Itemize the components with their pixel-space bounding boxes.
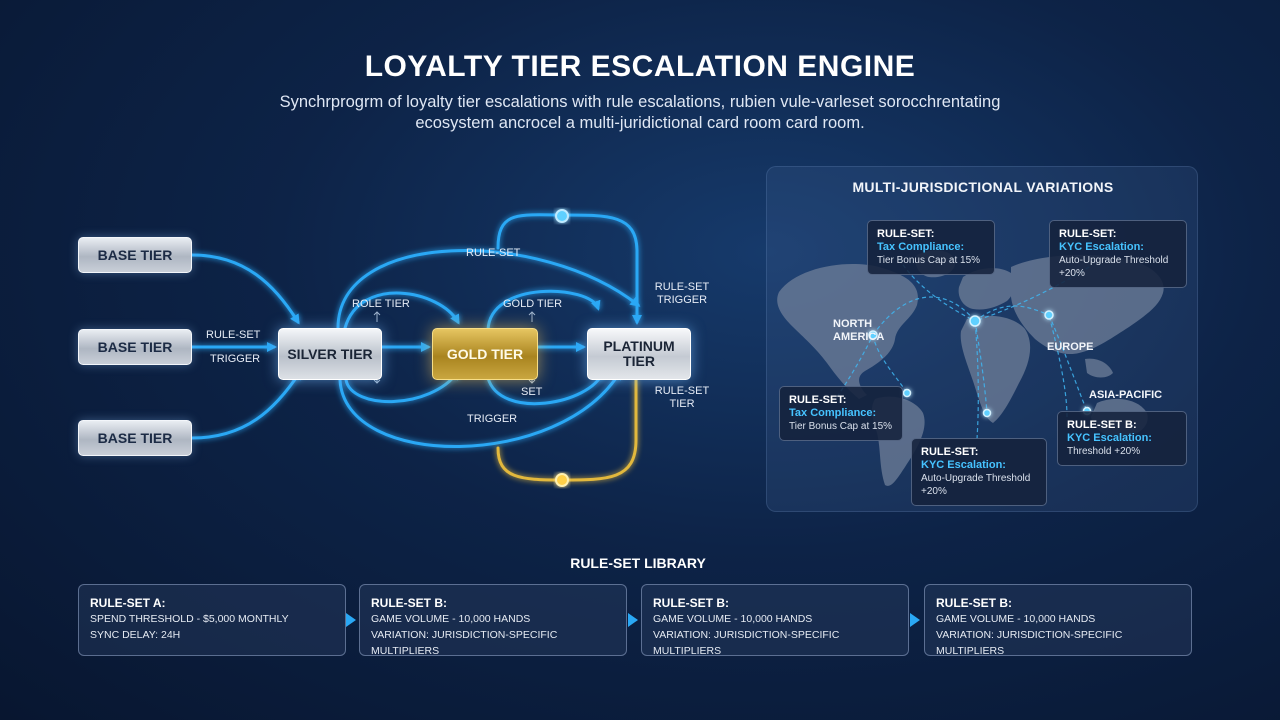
callout-header: RULE-SET: bbox=[1059, 228, 1117, 240]
callout-header: RULE-SET: bbox=[877, 228, 935, 240]
continent-southeast-asia bbox=[1085, 358, 1113, 378]
route-eu-africa bbox=[974, 320, 988, 414]
subtitle-line-2: ecosystem ancrocel a multi-juridictional… bbox=[415, 114, 865, 132]
region-asia-pacific: ASIA-PACIFIC bbox=[1089, 389, 1163, 401]
callout-highlight: KYC Escalation: bbox=[921, 459, 1006, 471]
connector-top-loop bbox=[336, 249, 641, 330]
base-tier-node-2[interactable]: BASE TIER bbox=[78, 329, 192, 365]
card-arrow-2 bbox=[628, 613, 638, 627]
connector-base1-silver bbox=[190, 253, 300, 325]
continent-europe bbox=[958, 268, 1016, 310]
connector-gold-feedback bbox=[496, 378, 638, 482]
route-asia-au bbox=[1048, 314, 1088, 412]
base-tier-node-3[interactable]: BASE TIER bbox=[78, 420, 192, 456]
card-title: RULE-SET A: bbox=[90, 596, 166, 610]
node-dot-bottom bbox=[555, 473, 569, 487]
callout-kyc-escalation-bottom[interactable]: RULE-SET: KYC Escalation: Auto-Upgrade T… bbox=[911, 438, 1047, 506]
node-dot-top bbox=[555, 209, 569, 223]
callout-highlight: Tax Compliance: bbox=[789, 407, 877, 419]
continent-north-america bbox=[777, 264, 918, 399]
card-line-2: VARIATION: JURISDICTION-SPECIFIC MULTIPL… bbox=[936, 629, 1123, 657]
card-title: RULE-SET B: bbox=[936, 596, 1012, 610]
hub-africa bbox=[982, 408, 992, 418]
callout-header: RULE-SET: bbox=[921, 446, 979, 458]
page-subtitle: Synchrprogrm of loyalty tier escalations… bbox=[200, 92, 1080, 134]
flow-label-gold-tier: GOLD TIER bbox=[503, 298, 563, 310]
card-title: RULE-SET B: bbox=[653, 596, 729, 610]
rule-set-card-1[interactable]: RULE-SET A: SPEND THRESHOLD - $5,000 MON… bbox=[78, 584, 346, 656]
rule-set-card-4[interactable]: RULE-SET B: GAME VOLUME - 10,000 HANDS V… bbox=[924, 584, 1192, 657]
card-line-1: SPEND THRESHOLD - $5,000 MONTHLY bbox=[90, 613, 289, 625]
flow-label-rule-set-top: RULE-SET bbox=[466, 247, 521, 259]
hub-south-america bbox=[902, 388, 912, 398]
connector-silver-top-gold bbox=[343, 291, 460, 330]
region-europe: EUROPE bbox=[1047, 341, 1094, 353]
hub-europe bbox=[969, 315, 981, 327]
callout-detail: Threshold +20% bbox=[1067, 446, 1141, 457]
gold-tier-node[interactable]: GOLD TIER bbox=[432, 328, 538, 380]
card-line-2: VARIATION: JURISDICTION-SPECIFIC MULTIPL… bbox=[371, 629, 558, 657]
connector-bottom-loop bbox=[338, 369, 622, 448]
rule-set-library-title: RULE-SET LIBRARY bbox=[570, 555, 706, 571]
tier-flow-connectors bbox=[190, 209, 642, 487]
flow-label-rule-set-trigger: RULE-SET TRIGGER bbox=[654, 281, 710, 306]
flow-label-rule-set-tier: RULE-SET TIER bbox=[654, 385, 710, 410]
flow-label-trigger-bottom: TRIGGER bbox=[467, 413, 518, 425]
hub-asia bbox=[1044, 310, 1054, 320]
page-title: LOYALTY TIER ESCALATION ENGINE bbox=[364, 50, 916, 83]
callout-detail: Auto-Upgrade Threshold +20% bbox=[1059, 255, 1169, 279]
callout-detail: Tier Bonus Cap at 15% bbox=[877, 255, 981, 266]
flow-label-role-tier: ROLE TIER bbox=[352, 298, 410, 310]
platinum-tier-node[interactable]: PLATINUM TIER bbox=[587, 328, 691, 380]
callout-highlight: KYC Escalation: bbox=[1059, 241, 1144, 253]
jurisdiction-map-panel: MULTI-JURISDICTIONAL VARIATIONS bbox=[766, 166, 1198, 512]
tick-role-up bbox=[373, 311, 381, 322]
card-title: RULE-SET B: bbox=[371, 596, 447, 610]
base-tier-node-1[interactable]: BASE TIER bbox=[78, 237, 192, 273]
card-arrow-1 bbox=[346, 613, 356, 627]
card-arrow-3 bbox=[910, 613, 920, 627]
flow-label-set: SET bbox=[521, 386, 543, 398]
route-eu-asia bbox=[974, 305, 1050, 322]
callout-highlight: KYC Escalation: bbox=[1067, 432, 1152, 444]
card-line-2: VARIATION: JURISDICTION-SPECIFIC MULTIPL… bbox=[653, 629, 840, 657]
flow-label-trigger-left: TRIGGER bbox=[210, 353, 261, 365]
callout-detail: Auto-Upgrade Threshold +20% bbox=[921, 473, 1031, 497]
flow-label-rule-set-left: RULE-SET bbox=[206, 329, 261, 341]
connector-gold-top-platinum bbox=[486, 289, 601, 332]
callout-header: RULE-SET B: bbox=[1067, 419, 1137, 431]
callout-header: RULE-SET: bbox=[789, 394, 847, 406]
rule-set-card-3[interactable]: RULE-SET B: GAME VOLUME - 10,000 HANDS V… bbox=[641, 584, 909, 657]
callout-detail: Tier Bonus Cap at 15% bbox=[789, 421, 893, 432]
subtitle-line-1: Synchrprogrm of loyalty tier escalations… bbox=[279, 93, 1001, 111]
connector-gold-bottom-platinum bbox=[486, 369, 606, 406]
card-line-2: SYNC DELAY: 24H bbox=[90, 629, 181, 641]
callout-rule-set-b[interactable]: RULE-SET B: KYC Escalation: Threshold +2… bbox=[1057, 411, 1187, 466]
rule-set-card-2[interactable]: RULE-SET B: GAME VOLUME - 10,000 HANDS V… bbox=[359, 584, 627, 657]
connector-base3-silver bbox=[190, 369, 302, 440]
connector-silver-bottom-gold bbox=[344, 369, 460, 404]
hub-north-america bbox=[868, 330, 878, 340]
card-line-1: GAME VOLUME - 10,000 HANDS bbox=[936, 613, 1096, 625]
callout-tax-compliance-top[interactable]: RULE-SET: Tax Compliance: Tier Bonus Cap… bbox=[867, 220, 995, 275]
tick-gold-up bbox=[528, 311, 536, 322]
route-callout-4 bbox=[974, 320, 979, 440]
region-north-america: NORTH AMERICA bbox=[833, 318, 885, 343]
continent-africa bbox=[960, 315, 1031, 423]
route-callout-5 bbox=[1048, 314, 1068, 418]
callout-tax-compliance-left[interactable]: RULE-SET: Tax Compliance: Tier Bonus Cap… bbox=[779, 386, 903, 441]
card-line-1: GAME VOLUME - 10,000 HANDS bbox=[653, 613, 813, 625]
silver-tier-node[interactable]: SILVER TIER bbox=[278, 328, 382, 380]
map-panel-title: MULTI-JURISDICTIONAL VARIATIONS bbox=[852, 179, 1114, 195]
callout-highlight: Tax Compliance: bbox=[877, 241, 965, 253]
callout-kyc-escalation-top[interactable]: RULE-SET: KYC Escalation: Auto-Upgrade T… bbox=[1049, 220, 1187, 288]
card-line-1: GAME VOLUME - 10,000 HANDS bbox=[371, 613, 531, 625]
